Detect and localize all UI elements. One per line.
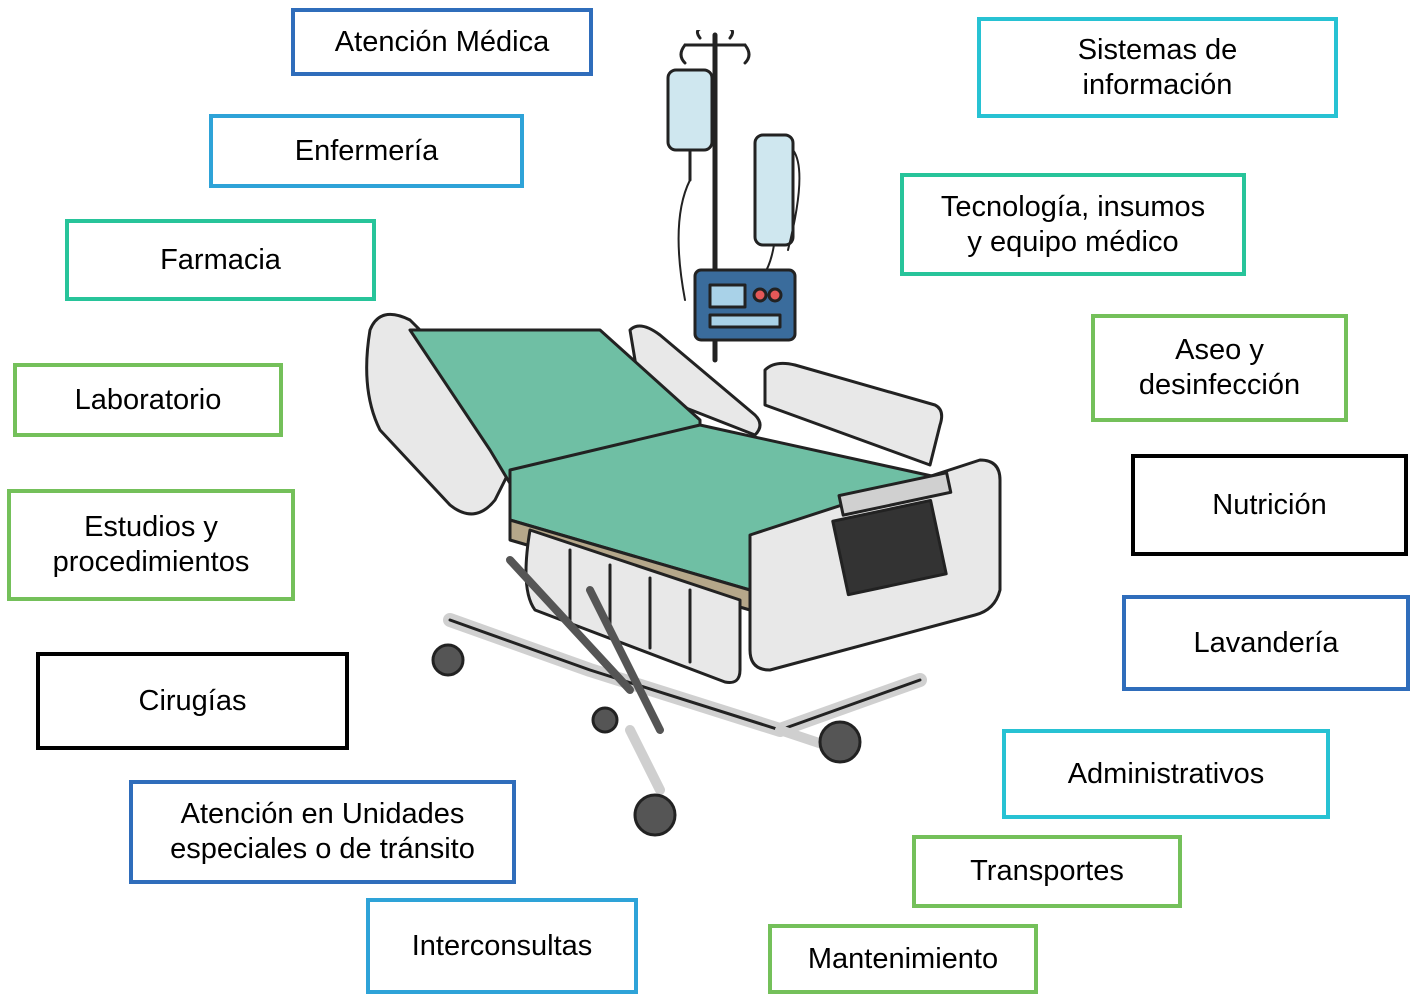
label-farmacia: Farmacia xyxy=(65,219,376,301)
label-administrativos: Administrativos xyxy=(1002,729,1330,819)
label-enfermeria: Enfermería xyxy=(209,114,524,188)
label-atencion-medica: Atención Médica xyxy=(291,8,593,76)
label-aseo-desinfeccion: Aseo y desinfección xyxy=(1091,314,1348,422)
label-laboratorio: Laboratorio xyxy=(13,363,283,437)
label-cirugias: Cirugías xyxy=(36,652,349,750)
label-sistemas-informacion: Sistemas de información xyxy=(977,17,1338,118)
label-interconsultas: Interconsultas xyxy=(366,898,638,994)
label-transportes: Transportes xyxy=(912,835,1182,908)
label-atencion-unidades-especiales: Atención en Unidades especiales o de trá… xyxy=(129,780,516,884)
label-mantenimiento: Mantenimiento xyxy=(768,924,1038,994)
label-lavanderia: Lavandería xyxy=(1122,595,1410,691)
label-tecnologia-insumos: Tecnología, insumos y equipo médico xyxy=(900,173,1246,276)
label-estudios-procedimientos: Estudios y procedimientos xyxy=(7,489,295,601)
label-nutricion: Nutrición xyxy=(1131,454,1408,556)
hospital-bed-icon xyxy=(365,30,1002,837)
